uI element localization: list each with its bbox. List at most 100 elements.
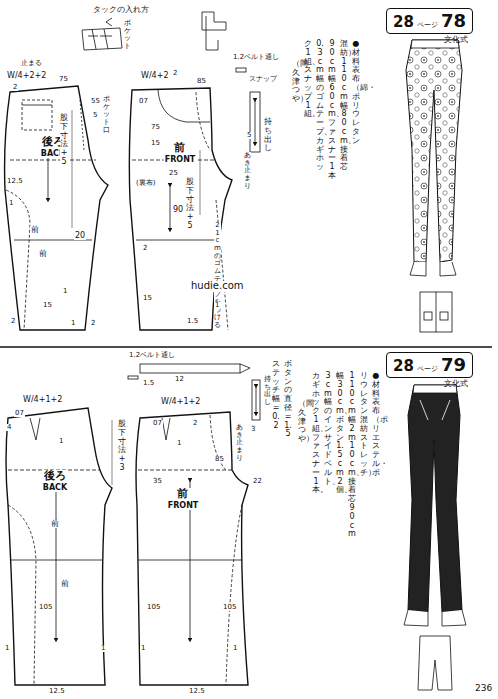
- vertical-note: あき止まり: [236, 424, 243, 462]
- dimension-label: 4: [6, 424, 12, 431]
- dimension-label: 105: [222, 604, 237, 611]
- vertical-note: 21cmのゴムテープをつける: [214, 222, 221, 330]
- dimension-label: 1: [140, 645, 146, 652]
- badge-text: ページ: [417, 20, 438, 30]
- dimension-label: 2: [12, 84, 18, 91]
- dimension-label: 3: [250, 426, 256, 433]
- pattern-piece: 後ろBACK: [3, 84, 111, 332]
- dimension-label: 2: [192, 420, 198, 427]
- dimension-label: 07: [152, 420, 163, 427]
- dimension-label: 1: [70, 320, 76, 327]
- piece-name: 前: [167, 488, 200, 501]
- dimension-label: 12.5: [48, 688, 66, 695]
- dimension-label: 15: [142, 295, 153, 302]
- dimension-label: 1: [176, 440, 182, 447]
- piece-name: 前: [164, 142, 197, 155]
- vertical-note: ●材料 表布（ポリエステル・ポ: [372, 372, 380, 478]
- piece-outline: [3, 406, 114, 687]
- dimension-label: 35: [152, 478, 163, 485]
- dimension-label: 1: [100, 645, 106, 652]
- vertical-note: ボタンの直径=1.5: [284, 360, 292, 439]
- dimension-label: 236: [474, 684, 493, 693]
- dimension-label: 12.5: [188, 688, 206, 695]
- vertical-note: ステッチ幅=0.2: [272, 360, 280, 430]
- dimension-label: 85: [214, 456, 225, 463]
- vertical-note: （岡久津つや）: [292, 60, 300, 104]
- badge-text: 28: [393, 13, 414, 31]
- dimension-label: 5: [246, 132, 252, 139]
- vertical-note: 持ち出し: [264, 118, 272, 153]
- dimension-label: 90: [172, 206, 184, 214]
- dimension-label: W/4+2: [140, 72, 170, 80]
- dimension-label: スナップ: [248, 76, 278, 83]
- badge-text: 28: [393, 357, 414, 375]
- dimension-label: 2: [90, 320, 96, 327]
- vertical-note: ポケット口: [103, 96, 110, 134]
- piece-name: 後ろ: [42, 470, 68, 483]
- dimension-label: 75: [58, 76, 69, 83]
- vertical-note: （岡久津つや）: [298, 400, 306, 444]
- dimension-label: W/4+2+2: [6, 72, 47, 80]
- piece-name-en: BACK: [42, 483, 68, 492]
- piece-label: 後ろBACK: [42, 470, 68, 492]
- dimension-label: 1.5: [186, 318, 199, 325]
- vertical-note: 110cm幅2m10cm、接着芯90cm: [348, 372, 356, 539]
- dimension-label: 2: [10, 318, 16, 325]
- piece-label: 前FRONT: [164, 142, 197, 164]
- dimension-label: 55: [90, 98, 101, 105]
- piece-name-en: FRONT: [164, 155, 197, 164]
- dimension-label: W/4+1+2: [160, 398, 201, 406]
- dimension-label: 1.5: [142, 380, 155, 387]
- dimension-label: 1: [8, 200, 14, 207]
- vertical-note: 股下寸法+5: [186, 178, 194, 231]
- vertical-note: 股下寸法+3: [118, 420, 126, 473]
- badge-text: ページ: [417, 364, 438, 374]
- dimension-label: hudie.com: [190, 281, 245, 292]
- vertical-note: 幅30cm、ボタン1.5cm2個、: [336, 372, 344, 495]
- vertical-note: 3cm幅のインサイドベルト、: [324, 372, 332, 486]
- dimension-label: 2: [142, 245, 148, 252]
- badge-text: 文化式: [444, 34, 468, 45]
- vertical-note: リウレタン混紡ストレッチ）: [360, 372, 368, 478]
- dimension-label: 前: [60, 580, 70, 588]
- dimension-label: 07: [138, 98, 149, 105]
- vertical-note: ●材料 表布（綿・ポリウレタン: [352, 40, 360, 146]
- vertical-note: 90cm幅60cm、ファスナー1本: [328, 40, 336, 181]
- badge-text: 文化式: [444, 378, 468, 389]
- dimension-label: W/4+1+2: [22, 396, 63, 404]
- dimension-label: 前: [50, 520, 60, 528]
- dimension-label: 105: [146, 604, 161, 611]
- dimension-label: 75: [150, 124, 161, 131]
- badge-text: 78: [441, 10, 466, 31]
- badge-text: 79: [441, 354, 466, 375]
- page-badge: 28ページ79文化式: [386, 352, 473, 378]
- dimension-label: 22: [252, 478, 263, 485]
- dimension-label: 止まる: [20, 60, 43, 67]
- dimension-label: 12: [174, 376, 185, 383]
- page-badge: 28ページ78文化式: [386, 8, 473, 34]
- dimension-label: 15: [150, 140, 161, 147]
- dimension-label: 1: [4, 645, 10, 652]
- dimension-label: 12.5: [6, 178, 24, 185]
- dimension-label: 1: [62, 288, 68, 295]
- vertical-note: ク1組、スナップ1組。: [304, 40, 312, 119]
- dimension-label: 25: [168, 170, 179, 177]
- dimension-label: タックの入れ方: [92, 6, 150, 14]
- dimension-label: 1: [58, 438, 64, 445]
- vertical-note: 持ち出し: [264, 376, 271, 407]
- vertical-note: カギホック1組、ファスナー1本。: [312, 372, 320, 495]
- vertical-note: あき止まり: [244, 152, 251, 190]
- dimension-label: 1: [214, 302, 220, 309]
- pattern-piece: 後ろBACK: [3, 406, 114, 687]
- dimension-label: 前: [30, 226, 40, 234]
- dimension-label: 85: [196, 78, 207, 85]
- dimension-label: 15: [42, 302, 53, 309]
- vertical-note: ポケット: [124, 20, 131, 51]
- vertical-note: 混紡）110cm幅80cm、接着芯: [340, 40, 348, 172]
- dimension-label: 1: [232, 645, 238, 652]
- dimension-label: 前: [38, 250, 48, 258]
- dimension-label: 5: [92, 112, 98, 119]
- dimension-label: 105: [38, 604, 53, 611]
- dimension-label: 20: [74, 232, 86, 240]
